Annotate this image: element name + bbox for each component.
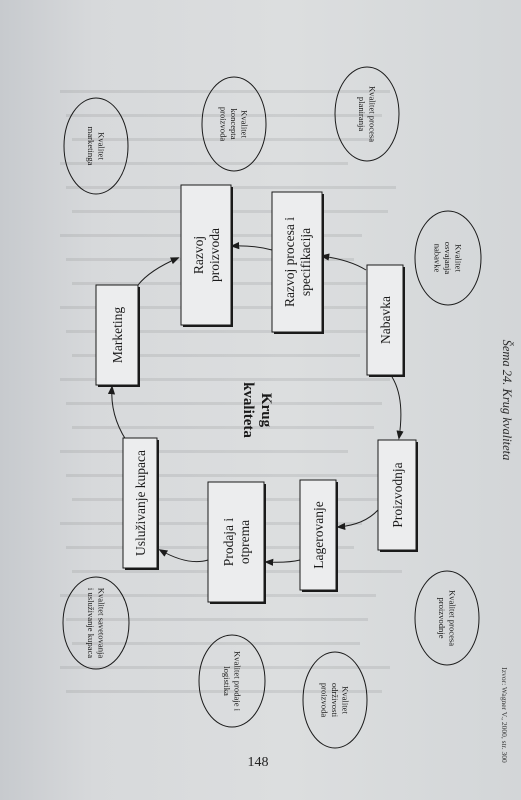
box-frame [95,284,139,386]
arc-nabavka-to-proizvodnja [391,376,404,440]
ellipse-outline [414,570,480,666]
process-box-label: otprema [237,520,252,564]
process-box-label: specifikacija [298,228,313,296]
source-note: Izvor: Wagner V., 2000, str. 300 [500,667,509,763]
ellipse-label: logistika [222,666,232,696]
box-frame [377,439,417,551]
arc-nabavka-to-procesa [320,253,367,271]
arc-proizvodnja-to-lagerovanje [336,509,379,531]
ellipse-label: Kvalitet prodaje i [232,651,242,712]
ellipse-outline [63,97,129,195]
figure-caption: Šema 24. Krug kvaliteta [500,340,514,461]
process-box-label: Lagerovanje [311,501,326,568]
quality-ellipses: KvalitetmarketingaKvalitetkonceptaproizv… [62,66,482,749]
box-frame [207,481,265,603]
process-box-nabavka: Nabavka [366,264,405,377]
arc-usluzivanje-to-marketing [107,385,127,441]
cycle-arrows [107,242,404,566]
ellipse-label: Kvalitet [454,244,464,272]
ellipse-label: Kvalitet [240,110,250,138]
center-label: Krug kvaliteta [240,382,274,438]
box-frame [271,191,323,333]
process-box-label: Nabavka [378,296,393,344]
ellipse-outline [334,66,400,162]
process-box-label: Prodaja i [221,518,236,567]
process-box-label: Marketing [110,307,125,363]
center-title-line-1: Krug [258,393,274,428]
ellipse-label: proizvodnje [437,597,447,638]
arc-lagerovanje-to-prodaja [264,558,301,566]
arc-marketing-to-razvoj [137,257,180,286]
arc-procesa-to-razvoj [230,242,273,251]
ellipse-label: Kvalitet [96,132,106,160]
box-frame [366,264,404,376]
ellipse-label: planiranja [357,97,367,132]
process-box-usluzivanje: Usluživanje kupaca [122,437,159,570]
ellipse-label: marketinga [86,127,96,166]
box-frame [122,437,158,569]
ellipse-label: Kvalitet savetovanja [96,588,106,659]
process-box-proizvodnja: Proizvodnja [377,439,418,552]
process-box-label: Proizvodnja [390,462,405,527]
ellipse-label: proizvoda [320,683,330,718]
ellipse-label: Kvalitet procesa [447,590,457,646]
ellipse-label: Kvalitet procesa [367,86,377,142]
ellipse-label: i usluživanje kupaca [86,588,96,658]
ellipse-outline [414,210,482,306]
process-box-label: Razvoj procesa i [282,217,297,307]
page-number: 148 [248,755,269,770]
ellipse-outline [302,651,368,749]
ellipse-outline [198,634,266,728]
ellipse-outline [201,76,267,172]
box-frame [180,184,232,326]
arc-prodaja-to-usluzivanje [158,549,209,563]
ellipse-label: održivosti [330,683,340,718]
process-box-label: Usluživanje kupaca [133,450,148,556]
center-title-line-2: kvaliteta [240,382,256,438]
process-box-lagerovanje: Lagerovanje [299,479,338,592]
ellipse-label: osvajanja [443,242,453,275]
ellipse-label: proizvoda [219,107,229,142]
ellipse-outline [62,576,130,670]
ellipse-label: nabavke [433,244,443,273]
process-box-label: proizvoda [207,228,222,282]
ellipse-label: Kvalitet [341,686,351,714]
ellipse-label: koncepta [229,108,239,139]
process-box-marketing: Marketing [95,284,140,387]
process-box-label: Razvoj [191,236,206,274]
box-frame [299,479,337,591]
